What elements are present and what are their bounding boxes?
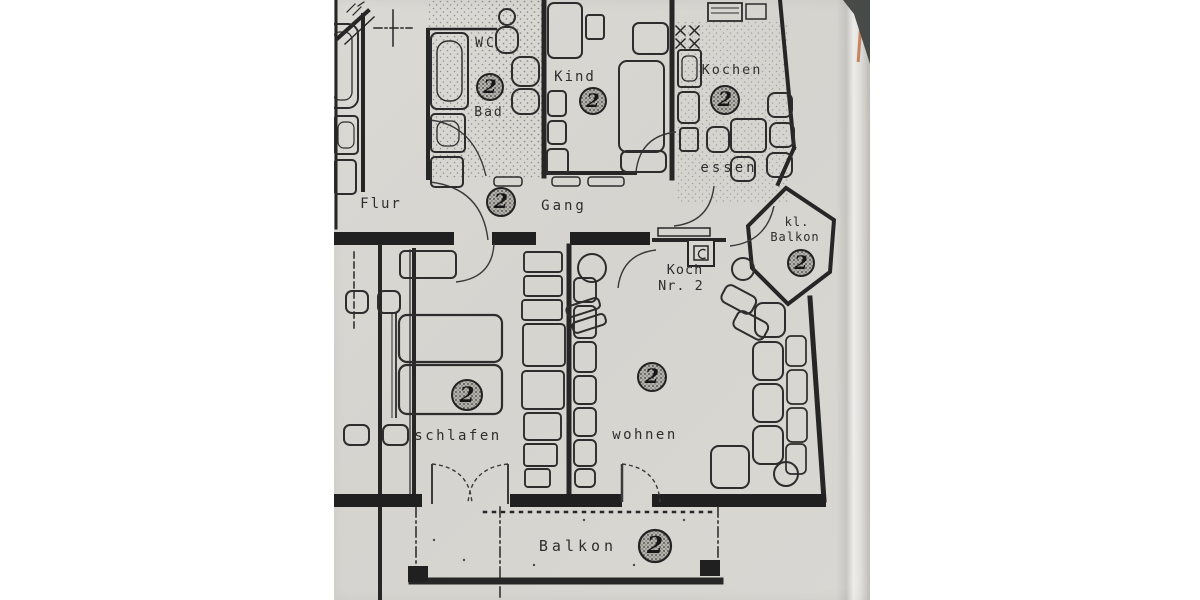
paper-sheet-edge [836,0,870,600]
unit-number-text: 2 [793,252,807,274]
lower-apartment-walls [334,243,826,600]
child-room-furniture [546,2,669,175]
unit-marker-schlafen: 2 [451,379,483,411]
room-label-gang: Gang [541,198,587,214]
unit-number-text: 2 [493,189,508,213]
unit-marker-kl-balkon: 2 [787,249,815,277]
survey-cross-icon [346,1,413,47]
room-label-kochen: Kochen [702,62,763,78]
upper-apartment-walls [334,0,837,503]
room-label-bad: Bad [474,105,503,120]
living-room-furniture [565,253,808,489]
corridor-thresholds [493,176,625,187]
window-marks [674,24,701,50]
room-label-wc: WC [475,36,497,51]
bathroom-fixtures [430,8,540,188]
room-label-schlafen: schlafen [414,428,501,444]
room-label-kl-balkon-line2: Balkon [770,230,819,244]
kitchen-furniture [677,2,795,182]
room-label-wohnen: wohnen [612,427,678,443]
wardrobe-shelves [521,251,597,488]
unit-marker-wohnen: 2 [637,362,667,392]
balcony-structure [408,506,724,600]
unit-label-nr2: Nr. 2 [658,278,704,294]
unit-markers: 2 2 2 2 [451,73,815,564]
unit-marker-kind: 2 [579,87,607,115]
unit-marker-bad: 2 [476,73,504,101]
unit-number-text: 2 [717,87,732,111]
unit-number-text: 2 [644,364,659,388]
floor-plan-photo: WC Bad Kind Kochen essen Flur Gang kl. B… [334,0,870,600]
unit-marker-kochen: 2 [710,85,740,115]
floor-plan-drawing: WC Bad Kind Kochen essen Flur Gang kl. B… [334,0,837,600]
unit-number-text: 2 [459,382,475,407]
unit-number-text: 2 [646,532,663,559]
room-label-kl-balkon-line1: kl. [785,215,810,229]
stove-symbol [687,239,715,267]
unit-number-text: 2 [585,90,599,112]
room-label-essen: essen [700,160,757,176]
unit-number-text: 2 [482,76,496,98]
room-label-flur: Flur [360,196,402,212]
unit-label-koch: Koch [667,262,704,278]
unit-marker-balkon: 2 [637,528,673,564]
room-label-kind: Kind [554,69,596,85]
room-label-balkon: Balkon [539,537,617,555]
neighbour-fixtures [334,23,359,195]
bedroom-furniture [343,250,504,446]
unit-marker-gang: 2 [486,187,516,217]
